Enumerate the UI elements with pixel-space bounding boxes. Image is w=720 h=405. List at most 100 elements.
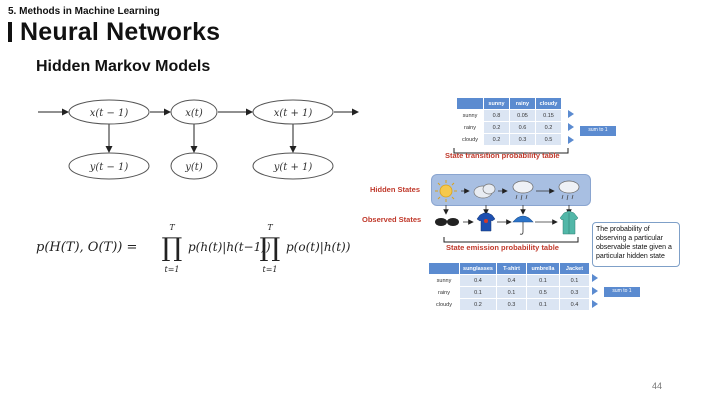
product1-upper: T (169, 223, 175, 232)
emission-sum-badge: sum to 1 (604, 287, 640, 297)
rain-cloud-icon (512, 180, 534, 201)
transition-bracket (453, 148, 569, 154)
transition-row-label: sunny (456, 109, 484, 122)
rain-cloud-icon (558, 180, 580, 201)
cloud-icon (473, 183, 496, 199)
observed-node-2 (170, 152, 218, 180)
emission-cell: 0.4 (459, 274, 497, 287)
transition-col-header: rainy (509, 97, 536, 110)
observed-node-label-2: y(t) (184, 162, 203, 173)
row-arrow-icon (568, 136, 574, 144)
row-arrow-icon (592, 274, 598, 282)
emission-row-label: rainy (428, 286, 460, 299)
emission-corner (428, 262, 460, 275)
transition-row-arrows (568, 110, 574, 144)
transition-col-header: cloudy (535, 97, 562, 110)
observed-states-label: Observed States (362, 215, 422, 224)
table-row: sunny 0.4 0.4 0.1 0.1 (428, 274, 590, 287)
transition-cell: 0.6 (509, 121, 536, 134)
umbrella-icon (512, 215, 534, 235)
transition-cell: 0.2 (535, 121, 562, 134)
page-number: 44 (652, 381, 663, 391)
transition-row-label: cloudy (456, 133, 484, 146)
emission-arrows (443, 205, 572, 215)
emission-cell: 0.4 (496, 274, 527, 287)
row-arrow-icon (592, 287, 598, 295)
emission-cell: 0.5 (526, 286, 560, 299)
hidden-node-label-1: x(t − 1) (90, 108, 129, 119)
emission-row-label: cloudy (428, 298, 460, 311)
table-row: rainy 0.2 0.6 0.2 (456, 121, 562, 134)
emission-row-arrows (592, 274, 598, 308)
transition-cell: 0.3 (509, 133, 536, 146)
emission-cell: 0.1 (496, 286, 527, 299)
title-bar-icon (8, 22, 12, 42)
transition-col-header: sunny (483, 97, 510, 110)
emission-bracket (443, 237, 579, 243)
transition-table-wrap: sunny rainy cloudy sunny 0.8 0.05 0.15 r… (456, 97, 562, 146)
hidden-states-label: Hidden States (370, 185, 421, 194)
emission-cell: 0.3 (559, 286, 590, 299)
transition-cell: 0.05 (509, 109, 536, 122)
transition-row-label: rainy (456, 121, 484, 134)
product1-symbol-icon: ∏ (162, 233, 183, 263)
section-heading: 5. Methods in Machine Learning (8, 6, 160, 17)
transition-cell: 0.2 (483, 121, 510, 134)
table-row: sunny 0.8 0.05 0.15 (456, 109, 562, 122)
equation-lhs: p(H(T), O(T)) = (36, 240, 137, 255)
transition-table-label: State transition probability table (445, 151, 560, 160)
transition-table: sunny rainy cloudy sunny 0.8 0.05 0.15 r… (456, 97, 562, 146)
page-title: Neural Networks (8, 18, 220, 47)
observed-state-icons (435, 210, 579, 235)
hidden-node-2 (170, 99, 218, 125)
row-arrow-icon (568, 123, 574, 131)
hidden-node-label-3: x(t + 1) (274, 108, 313, 119)
observed-node-label-1: y(t − 1) (89, 162, 129, 173)
emission-row-label: sunny (428, 274, 460, 287)
emission-cell: 0.1 (459, 286, 497, 299)
hidden-state-icons (435, 180, 580, 202)
page-title-text: Neural Networks (20, 18, 221, 46)
table-row: cloudy 0.2 0.3 0.1 0.4 (428, 298, 590, 311)
emission-cell: 0.1 (526, 298, 560, 311)
emission-callout: The probability of observing a particula… (592, 222, 680, 267)
t-shirt-icon (476, 212, 496, 232)
table-row: cloudy 0.2 0.3 0.5 (456, 133, 562, 146)
joint-probability-equation: p(H(T), O(T)) = T ∏ t=1 p(h(t)|h(t−1)) T… (36, 223, 351, 274)
transition-cell: 0.5 (535, 133, 562, 146)
emission-cell: 0.3 (496, 298, 527, 311)
emission-col-header: T-shirt (496, 262, 527, 275)
transition-cell: 0.2 (483, 133, 510, 146)
transition-corner (456, 97, 484, 110)
sun-icon (435, 180, 457, 202)
emission-cell: 0.1 (526, 274, 560, 287)
product2-upper: T (267, 223, 273, 232)
product2-symbol-icon: ∏ (260, 233, 281, 263)
emission-table: sunglasses T-shirt umbrella Jacket sunny… (428, 262, 590, 311)
row-arrow-icon (592, 300, 598, 308)
hidden-node-3 (252, 99, 334, 125)
row-arrow-icon (568, 110, 574, 118)
product1-lower: t=1 (164, 265, 179, 274)
emission-table-label: State emission probability table (446, 243, 559, 252)
hidden-node-label-2: x(t) (185, 108, 203, 119)
observed-node-1 (68, 152, 150, 180)
transition-sum-badge: sum to 1 (580, 126, 616, 136)
sunglasses-icon (435, 218, 459, 226)
slide-subtitle: Hidden Markov Models (36, 58, 211, 75)
hidden-node-1 (68, 99, 150, 125)
hmm-graph: x(t − 1) x(t) x(t + 1) y(t − 1) y(t) y(t… (38, 99, 359, 180)
observed-node-label-3: y(t + 1) (273, 162, 313, 173)
product2-lower: t=1 (262, 265, 277, 274)
emission-cell: 0.2 (459, 298, 497, 311)
table-row: rainy 0.1 0.1 0.5 0.3 (428, 286, 590, 299)
emission-col-header: Jacket (559, 262, 590, 275)
emission-cell: 0.4 (559, 298, 590, 311)
jacket-icon (559, 210, 579, 235)
equation-term2: p(o(t)|h(t)) (286, 240, 351, 254)
transition-cell: 0.15 (535, 109, 562, 122)
transition-cell: 0.8 (483, 109, 510, 122)
observed-node-3 (252, 152, 334, 180)
emission-col-header: sunglasses (459, 262, 497, 275)
emission-table-wrap: sunglasses T-shirt umbrella Jacket sunny… (428, 262, 590, 311)
